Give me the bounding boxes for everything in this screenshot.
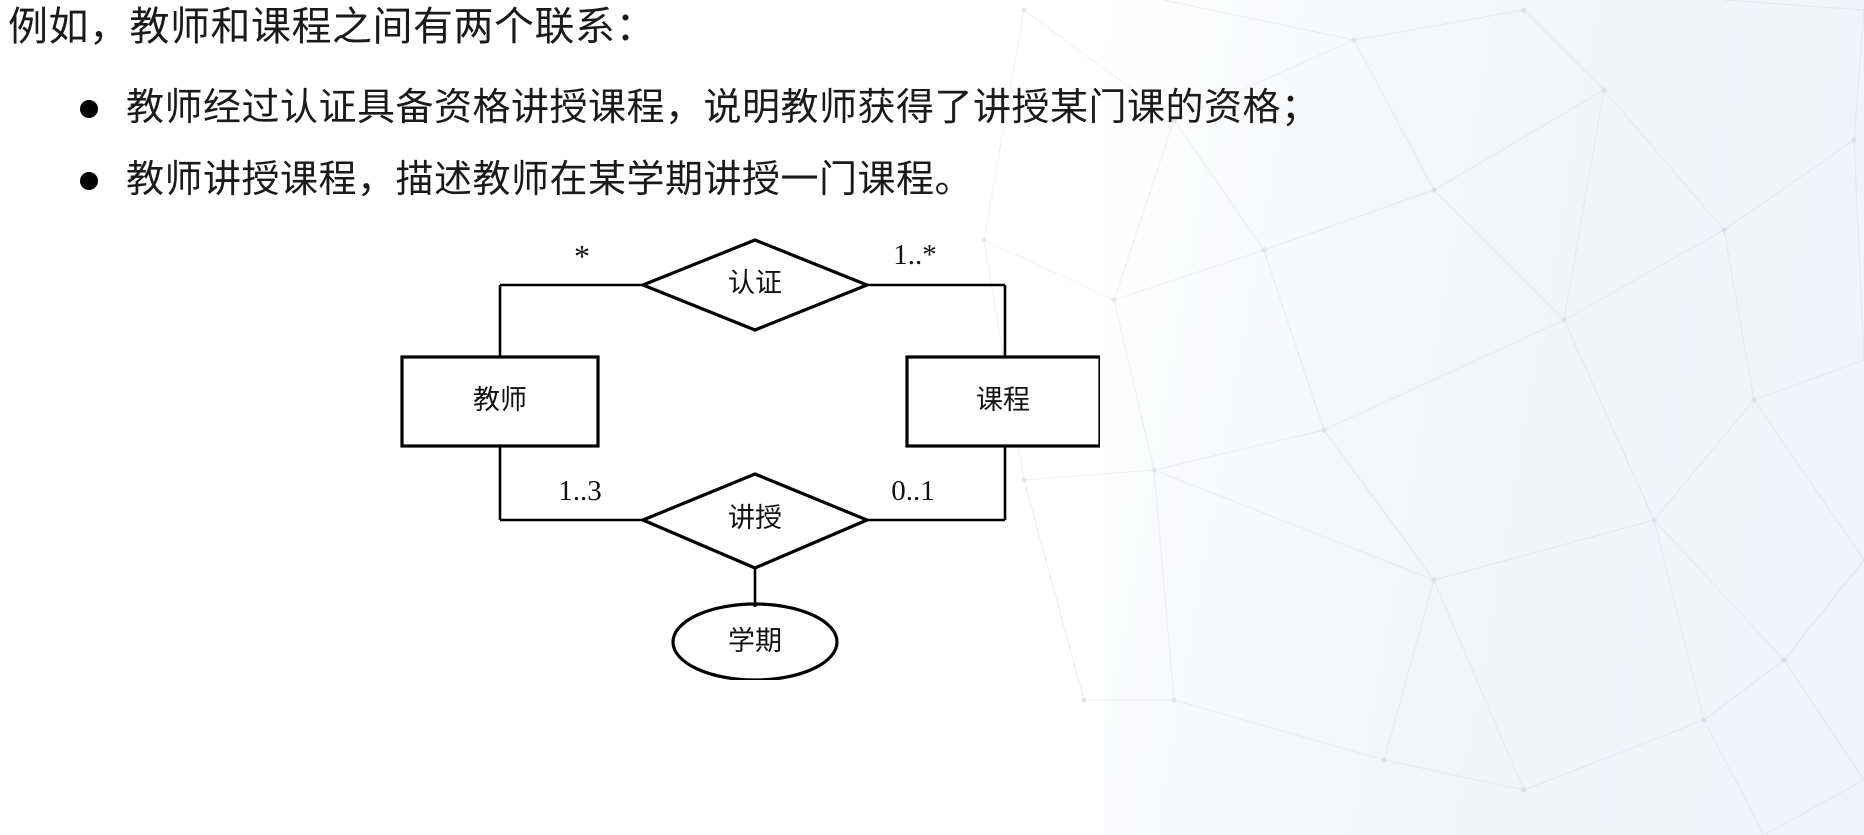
bullet-dot-icon [80,171,98,190]
entity-course-label: 课程 [976,385,1030,415]
entity-teacher-shape [400,355,600,448]
entity-teacher-label: 教师 [473,385,527,415]
lead-paragraph: 例如，教师和课程之间有两个联系： [8,5,656,49]
bullet-dot-icon [80,99,98,118]
relationship-teach-label: 讲授 [728,503,782,533]
attribute-semester-label: 学期 [728,626,782,656]
bullet-item-2-text: 教师讲授课程，描述教师在某学期讲授一门课程。 [126,159,974,201]
relationship-certify-shape [638,238,872,332]
er-diagram: 认证 讲授 教师 课程 学期 * 1..* 1..3 0..1 [400,232,1100,680]
cardinality-teacher-teach: 1..3 [558,475,602,507]
bullet-item-2: 教师讲授课程，描述教师在某学期讲授一门课程。 [80,158,973,204]
entity-course-shape [905,355,1100,448]
cardinality-course-certify: 1..* [893,239,937,271]
attribute-semester-shape [671,602,839,680]
relationship-certify-label: 认证 [728,268,782,298]
cardinality-course-teach: 0..1 [891,475,935,507]
bullet-item-1: 教师经过认证具备资格讲授课程，说明教师获得了讲授某门课的资格； [80,86,1320,132]
cardinality-teacher-certify: * [574,238,590,274]
relationship-teach-shape [638,472,872,570]
bullet-item-1-text: 教师经过认证具备资格讲授课程，说明教师获得了讲授某门课的资格； [126,87,1320,129]
